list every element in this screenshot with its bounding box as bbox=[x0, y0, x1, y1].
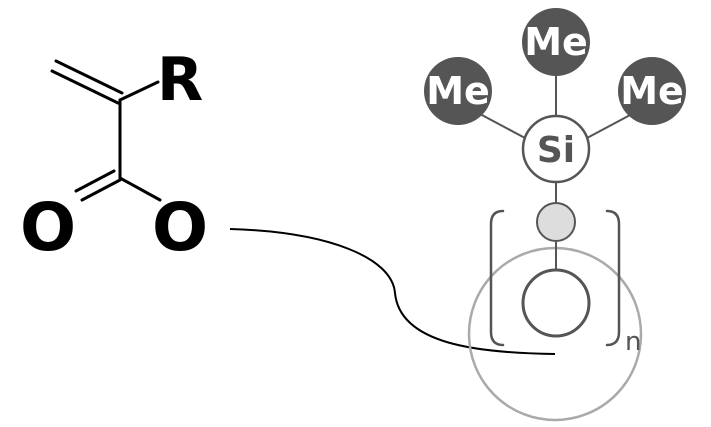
silicon-label: Si bbox=[537, 130, 575, 171]
methyl-right-node bbox=[618, 57, 686, 125]
silyl-bonds bbox=[479, 68, 633, 270]
vinyl-bond-1 bbox=[50, 69, 120, 105]
methyl-top-label: Me bbox=[524, 20, 588, 64]
linker-chain bbox=[229, 228, 556, 355]
vinyl-bond-2 bbox=[54, 59, 124, 95]
ester-bond bbox=[118, 176, 162, 202]
right-bracket bbox=[605, 209, 621, 347]
si-me-right-bond bbox=[586, 113, 633, 139]
linker-bead bbox=[536, 202, 576, 242]
methyl-left-label: Me bbox=[426, 69, 490, 113]
repeat-subscript-n: n bbox=[625, 327, 641, 357]
ester-oxygen-label: O bbox=[152, 189, 208, 266]
repeat-unit-brackets bbox=[489, 209, 621, 347]
carbonyl-bond-2 bbox=[74, 169, 116, 193]
methyl-right-label: Me bbox=[620, 69, 684, 113]
silicon-node bbox=[521, 114, 591, 184]
carbonyl-oxygen-label: O bbox=[20, 189, 76, 266]
methyl-top-node bbox=[522, 8, 590, 76]
left-bracket bbox=[489, 209, 505, 347]
polymer-bead-outline bbox=[467, 246, 643, 422]
carbonyl-bond-1 bbox=[80, 178, 122, 202]
substituent-r-label: R bbox=[157, 45, 203, 115]
si-me-left-bond bbox=[479, 113, 526, 139]
methyl-left-node bbox=[424, 57, 492, 125]
bond-to-r bbox=[118, 80, 160, 102]
backbone-ring bbox=[521, 268, 591, 338]
acrylate-group bbox=[50, 59, 162, 202]
